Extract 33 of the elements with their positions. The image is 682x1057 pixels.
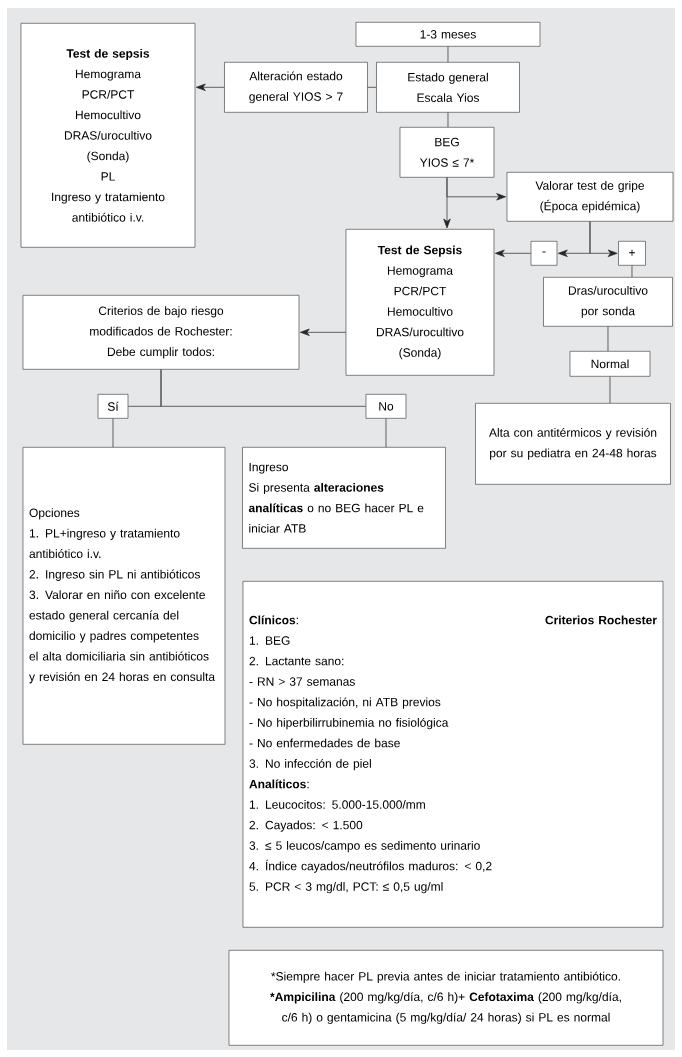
process-box: 1-3 meses — [355, 22, 541, 47]
process-box: Dras/urocultivo por sonda — [543, 277, 673, 327]
connector-line — [367, 86, 377, 88]
result-box: Normal — [569, 351, 651, 377]
connector-line — [609, 376, 611, 404]
arrow — [446, 177, 507, 201]
connector-line — [112, 418, 114, 448]
test-box: Test de Sepsis Hemograma PCR/PCT Hemocultivo DRAS/urocultivo (Sonda) — [345, 229, 495, 376]
criteria-list-box: Clínicos: Criterios Rochester 1. BEG 2. Lactante sano: - RN > 37 semanas - No hospitalización, ni ATB previos - No hiperbilirrubinemia no fisiológica - No enfermedades de base 3. No infección de piel Analíticos: 1. Leucocitos: 5.000-15.000/mm 2. Cayados: < 1.500 3. ≤ 5 leucos/campo es sedimento urinario 4. Índice cayados/neutrófilos maduros: < 0,2 5. PCR < 3 mg/dl, PCT: ≤ 0,5 ug/ml — [242, 581, 664, 928]
answer-box: Sí — [97, 394, 129, 419]
arrow — [195, 83, 225, 91]
process-box: BEG YIOS ≤ 7* — [399, 127, 495, 178]
connector-line — [447, 112, 449, 128]
note-box: *Siempre hacer PL previa antes de iniciar tratamiento antibiótico. *Ampicilina (200 mg/kg/día, c/6 h)+ Cefotaxima (200 mg/kg/día, c/6 h) o gentamicina (5 mg/kg/día/ 24 horas) si PL es normal — [228, 950, 664, 1046]
connector-line — [631, 265, 633, 278]
criteria-box: Criterios de bajo riesgo modificados de Rochester: Debe cumplir todos: — [22, 295, 300, 370]
process-box: Alteración estado general YIOS > 7 — [224, 62, 368, 113]
connector-line — [607, 326, 609, 352]
connector-line — [447, 46, 449, 63]
arrow — [494, 249, 532, 257]
test-box: Test de sepsis Hemograma PCR/PCT Hemocultivo DRAS/urocultivo (Sonda) PL Ingreso y tratamiento antibiótico i.v. — [20, 23, 196, 248]
connector-line — [385, 418, 387, 448]
minus-box: - — [530, 241, 558, 266]
options-box: Opciones 1. PL+ingreso y tratamiento antibiótico i.v. 2. Ingreso sin PL ni antibióticos 3. Valorar en niño con excelente estado general cercanía del domicilio y padres competentes el alta domiciliaria sin antibióticos y revisión en 24 horas en consulta — [22, 447, 226, 745]
process-box: Valorar test de gripe (Época epidémica) — [506, 172, 674, 222]
process-box: Estado general Escala Yios — [376, 62, 520, 113]
plus-box: + — [618, 241, 646, 266]
arrow — [299, 328, 347, 336]
answer-box: No — [365, 394, 407, 419]
connector-line — [160, 369, 367, 407]
arrow — [589, 221, 618, 257]
outcome-box: Ingreso Si presenta alteraciones analíticas o no BEG hacer PL e iniciar ATB — [242, 447, 446, 549]
outcome-box: Alta con antitérmicos y revisión por su pediatra en 24-48 horas — [475, 403, 671, 485]
